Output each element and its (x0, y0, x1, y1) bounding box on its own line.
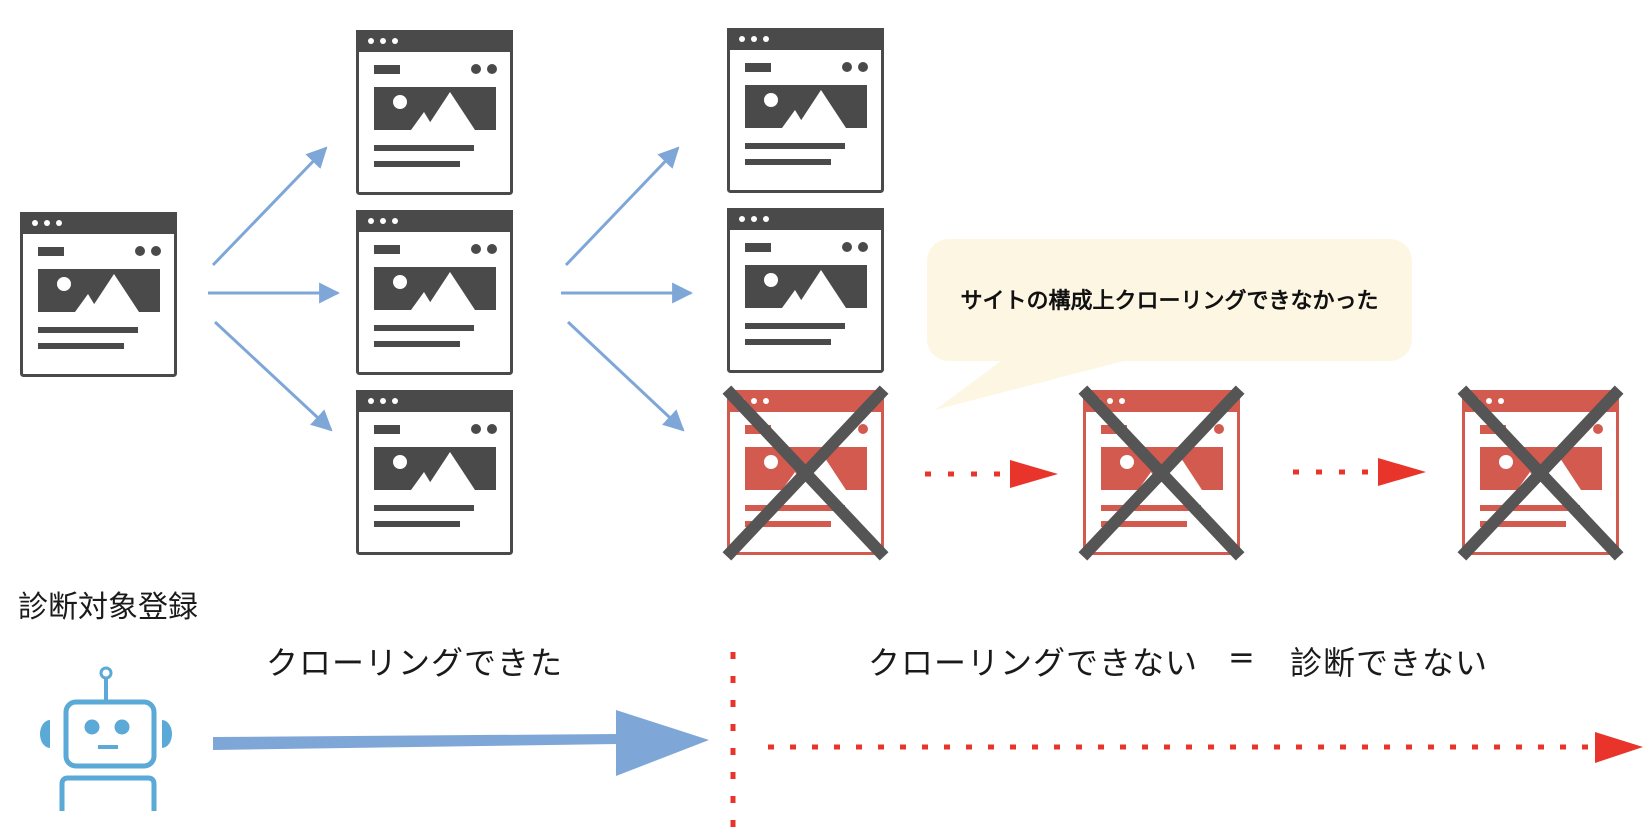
arrow (564, 146, 680, 267)
bubble-tail (935, 358, 1135, 410)
webpage-icon (354, 208, 515, 375)
branch-arrows-1 (208, 146, 341, 432)
arrow (566, 320, 685, 432)
webpage-icon (725, 26, 886, 193)
failed-chain-arrow (925, 460, 1058, 488)
bubble-text: サイトの構成上クローリングできなかった (960, 289, 1379, 314)
diagnosis-failure-label: 診断できない (1290, 644, 1489, 682)
crawl-failure-arrow (768, 732, 1643, 763)
arrow (213, 320, 333, 432)
arrow (211, 146, 328, 267)
crawl-failure-label: クローリングできない (868, 644, 1199, 682)
webpage-icon (18, 210, 179, 377)
webpage-icon (354, 388, 515, 555)
register-label: 診断対象登録 (18, 590, 198, 625)
robot-icon (40, 666, 172, 811)
branch-arrows-2 (561, 146, 694, 432)
failed-chain-arrow (1293, 458, 1426, 486)
equals-sign: = (1228, 638, 1255, 676)
webpage-icon (725, 206, 886, 373)
crawl-success-label: クローリングできた (266, 644, 564, 682)
speech-bubble: サイトの構成上クローリングできなかった (927, 239, 1412, 361)
webpage-icon (354, 28, 515, 195)
crawl-success-arrow (213, 710, 709, 776)
